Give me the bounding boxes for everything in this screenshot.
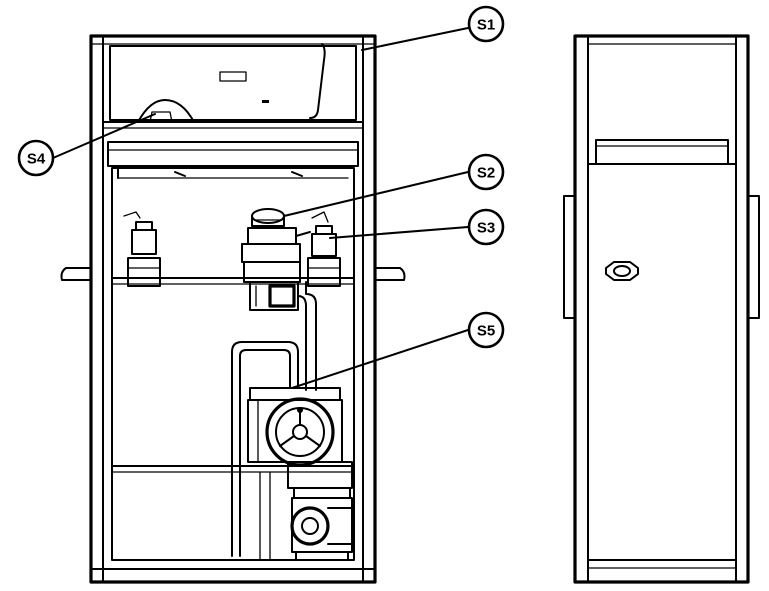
central-valve-assembly — [241, 208, 311, 311]
side-top-rail — [595, 139, 729, 165]
leader-s4 — [52, 113, 156, 159]
control-cable — [309, 43, 326, 119]
vertical-pipe — [305, 281, 317, 391]
callout-s5-label: S5 — [477, 323, 495, 340]
callout-s3: S3 — [467, 208, 505, 246]
pump-assembly — [247, 387, 353, 499]
dome-fitting — [137, 99, 195, 123]
callout-s1: S1 — [467, 5, 505, 43]
right-solenoid-valve — [307, 211, 341, 287]
leader-s5 — [291, 329, 469, 389]
left-handle — [60, 267, 92, 281]
control-box — [109, 45, 357, 121]
top-rail — [107, 141, 359, 167]
side-view-cabinet — [563, 34, 760, 584]
callout-s3-label: S3 — [477, 220, 495, 237]
control-box-display — [219, 71, 247, 82]
side-cabinet-outline — [573, 34, 750, 584]
front-cabinet-outline — [89, 34, 377, 584]
leader-s2 — [283, 171, 469, 217]
leader-s3 — [329, 226, 469, 239]
side-right-handle — [747, 195, 760, 319]
leader-s1 — [361, 27, 469, 51]
lock-icon — [605, 261, 639, 281]
pump-wheel — [265, 397, 335, 467]
right-handle — [374, 267, 406, 281]
leader-lines — [52, 27, 469, 389]
side-left-handle — [563, 195, 576, 319]
callout-s5: S5 — [467, 311, 505, 349]
callout-s2-label: S2 — [477, 165, 495, 182]
pipe-loop — [231, 341, 299, 557]
callout-s1-label: S1 — [477, 17, 495, 34]
callout-s4: S4 — [17, 139, 55, 177]
inner-compartment — [111, 167, 355, 561]
callout-s4-label: S4 — [27, 151, 46, 168]
front-view-cabinet — [60, 34, 406, 584]
left-solenoid-valve — [123, 211, 161, 287]
motor — [290, 497, 353, 561]
callout-s2: S2 — [467, 153, 505, 191]
